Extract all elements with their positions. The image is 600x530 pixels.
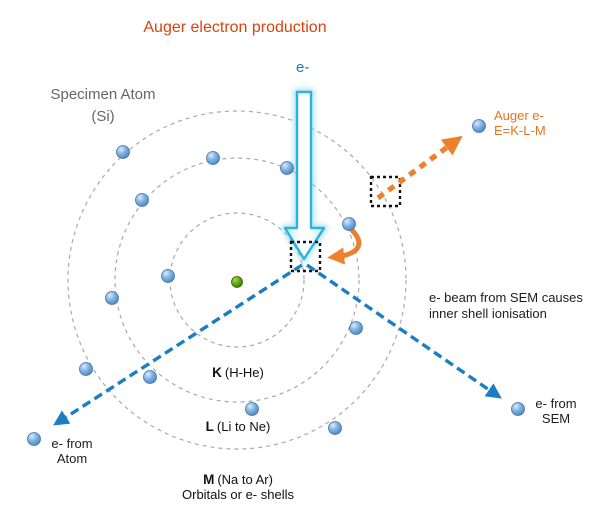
- electron-l-shell: [349, 321, 363, 335]
- shell-letter-m: M: [203, 472, 215, 487]
- shell-letter-l: L: [205, 419, 214, 434]
- electron-l-shell: [143, 370, 157, 384]
- auger-label-line2: E=K-L-M: [494, 123, 546, 139]
- electron-m-shell: [79, 362, 93, 376]
- electron-l-shell: [105, 291, 119, 305]
- electron-l-shell: [206, 151, 220, 165]
- beam-caption-line1: e- beam from SEM causes: [429, 290, 583, 305]
- ionisation-site-box: [289, 240, 322, 273]
- specimen-atom-line2: (Si): [91, 107, 115, 125]
- electron-from-sem: [511, 402, 525, 416]
- page-title: Auger electron production: [143, 19, 327, 36]
- beam-caption-line2: inner shell ionisation: [429, 305, 547, 321]
- electron-l-shell: [245, 402, 259, 416]
- from-sem-line2: SEM: [541, 410, 571, 426]
- beam-caption: e- beam from SEM causes inner shell ioni…: [429, 290, 583, 322]
- electron-auger: [472, 119, 486, 133]
- electron-from-atom: [27, 432, 41, 446]
- shell-label-l: L(Li to Ne): [178, 419, 298, 434]
- shell-range-l: (Li to Ne): [216, 419, 271, 434]
- incoming-electron-label: e-: [296, 59, 310, 76]
- orbit-circle-l: [114, 157, 360, 403]
- electron-k-shell: [161, 269, 175, 283]
- electron-l-shell: [135, 193, 149, 207]
- trajectory-electron-from-sem: [306, 263, 502, 399]
- from-atom-line1: e- from: [51, 436, 93, 451]
- electrons: [27, 119, 525, 446]
- electron-from-atom-label: e- from Atom: [40, 436, 104, 467]
- from-sem-line1: e- from: [535, 396, 577, 411]
- specimen-atom-label: Specimen Atom (Si): [28, 84, 178, 128]
- auger-electron-label: Auger e- E=K-L-M: [494, 108, 546, 139]
- electron-relaxation-curved-arrow: [327, 226, 362, 265]
- incoming-beam-arrow-icon: [283, 90, 326, 261]
- orbit-circle-m: [67, 110, 407, 450]
- orbitals-caption: Orbitals or e- shells: [182, 487, 294, 502]
- shell-range-m: (Na to Ar): [217, 472, 273, 487]
- shell-label-m: M(Na to Ar): [168, 472, 308, 487]
- shell-range-k: (H-He): [224, 365, 264, 380]
- shell-label-k: K(H-He): [188, 365, 288, 380]
- electron-from-sem-label: e- from SEM: [523, 396, 589, 427]
- electron-l-shell: [280, 161, 294, 175]
- trajectory-electron-from-atom: [53, 263, 303, 426]
- auger-label-line1: Auger e-: [494, 108, 544, 123]
- auger-emission-box: [369, 175, 402, 208]
- electron-m-shell: [328, 421, 342, 435]
- specimen-atom-line1: Specimen Atom: [50, 86, 156, 103]
- electron-m-shell: [116, 145, 130, 159]
- nucleus: [231, 276, 243, 288]
- electron-falling-to-k: [342, 217, 356, 231]
- auger-electron-arrow: [376, 135, 463, 201]
- from-atom-line2: Atom: [56, 450, 88, 466]
- shell-letter-k: K: [212, 365, 222, 380]
